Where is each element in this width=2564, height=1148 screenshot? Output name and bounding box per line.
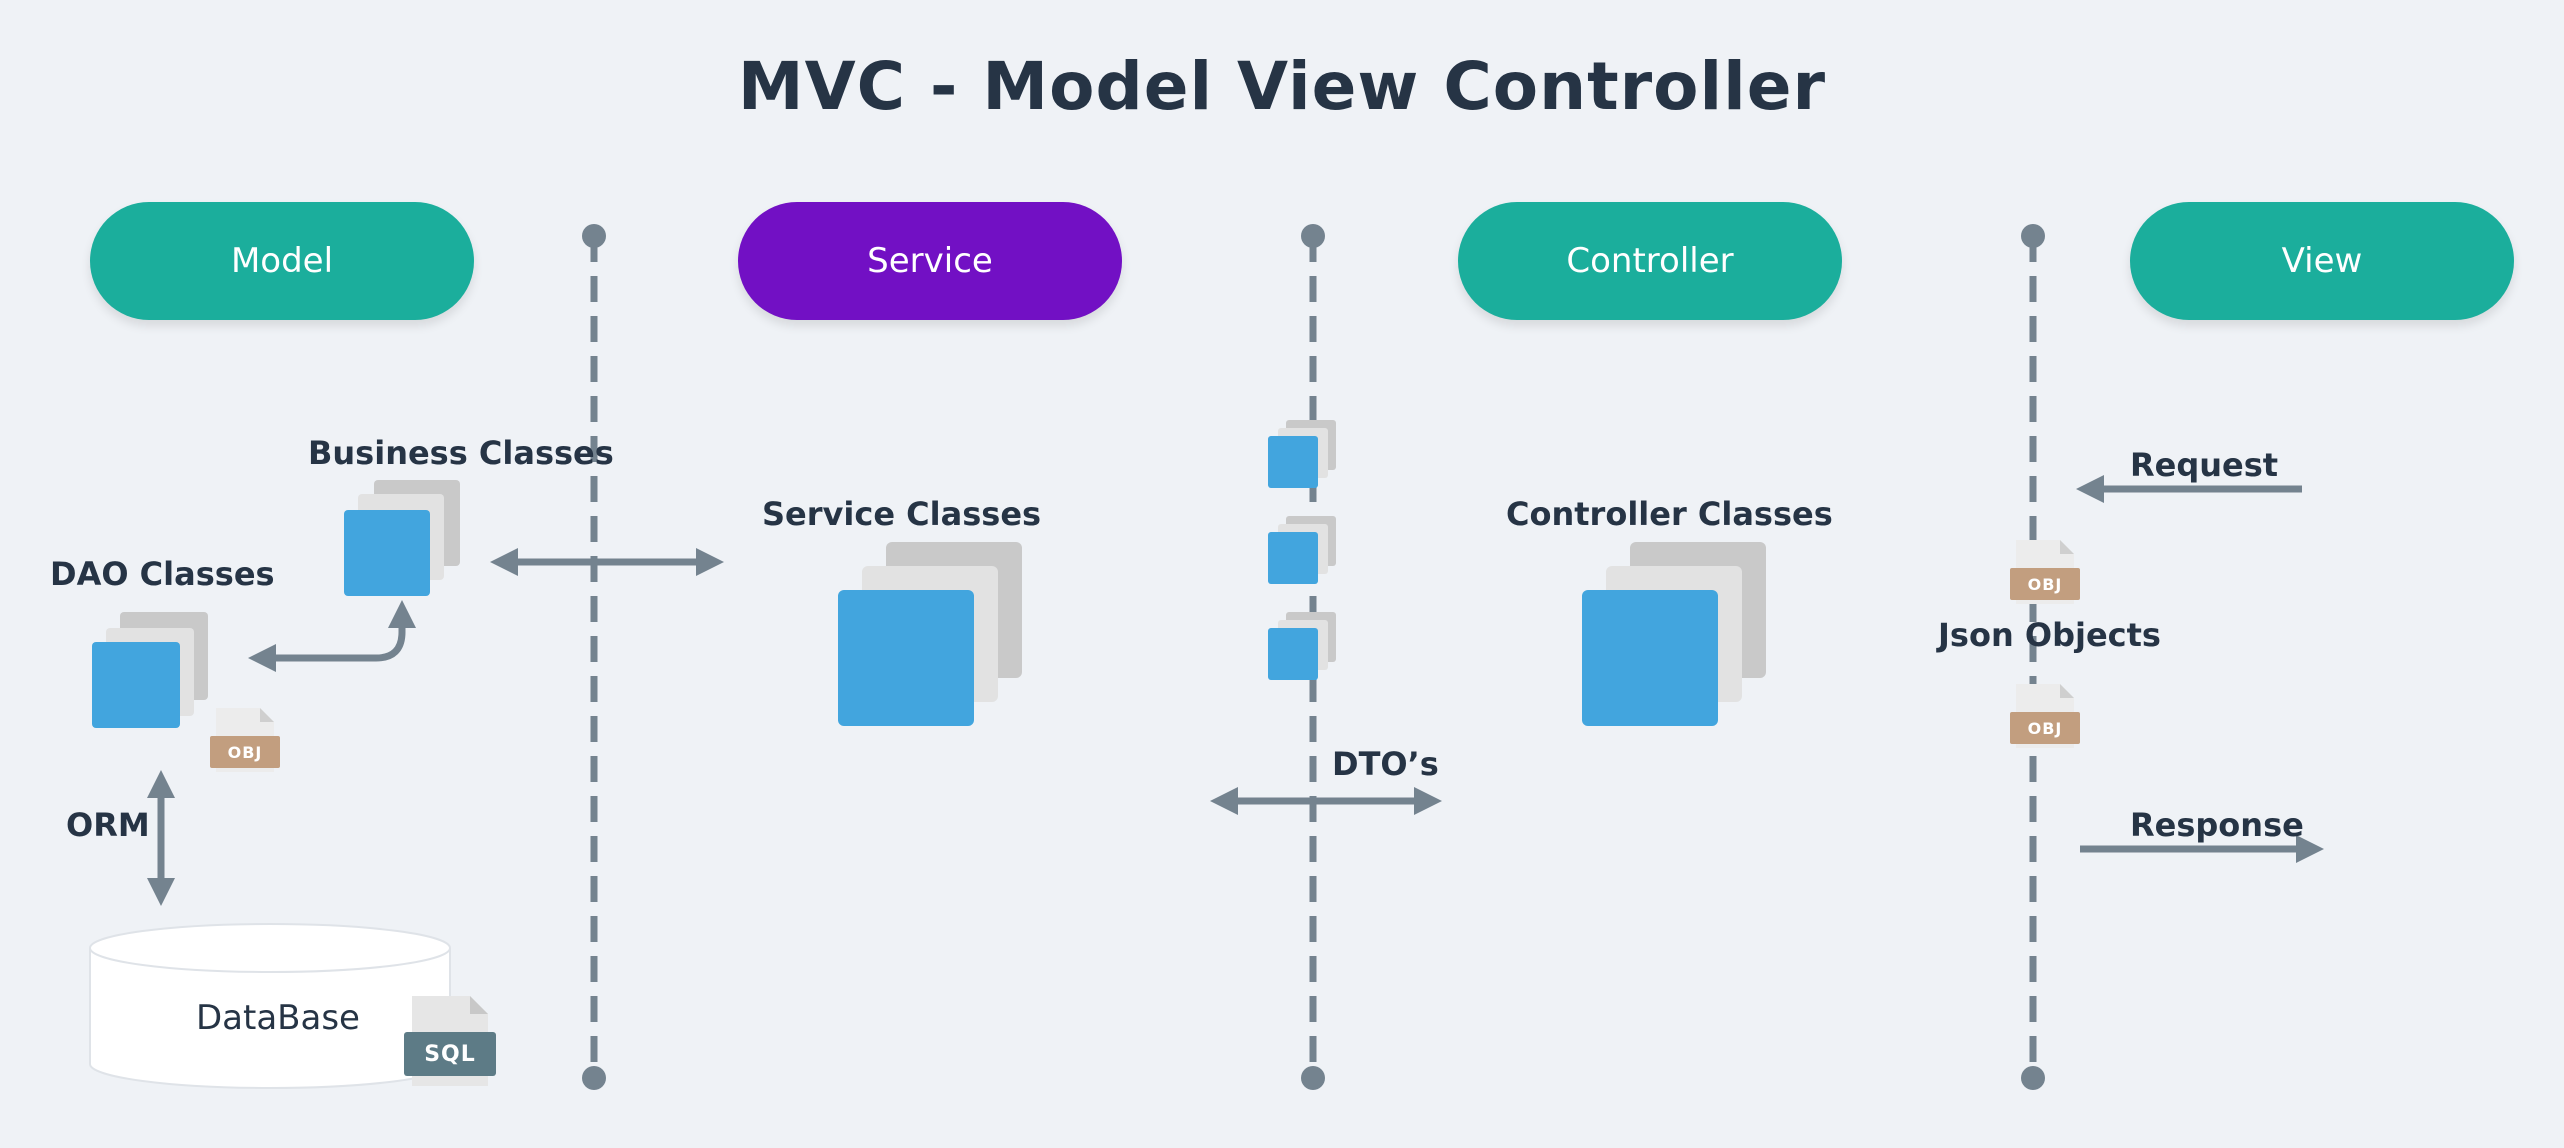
- dao-classes-icon: [92, 612, 208, 728]
- business-classes-label: Business Classes: [308, 434, 614, 472]
- layer-pill-model: Model: [90, 202, 474, 320]
- database-label: DataBase: [196, 998, 360, 1038]
- obj-file-icon: [210, 708, 280, 772]
- dto-icon: [1268, 516, 1336, 584]
- request-label: Request: [2130, 446, 2279, 484]
- obj-badge-label: OBJ: [2027, 719, 2063, 738]
- dao-business-arrow: [248, 600, 416, 672]
- obj-badge-label: OBJ: [227, 743, 263, 762]
- orm-label: ORM: [66, 806, 150, 844]
- dto-icon: [1268, 420, 1336, 488]
- obj-file-icon: [2010, 684, 2080, 748]
- separator-model-service: [582, 224, 606, 1090]
- dto-icon: [1268, 612, 1336, 680]
- controller-classes-label: Controller Classes: [1506, 495, 1833, 533]
- dtos-label: DTO’s: [1332, 745, 1439, 783]
- database-icon: [89, 923, 451, 1089]
- page-title: MVC - Model View Controller: [737, 48, 1827, 125]
- layer-label: Controller: [1566, 241, 1734, 281]
- dao-classes-label: DAO Classes: [50, 555, 275, 593]
- layer-pill-service: Service: [738, 202, 1122, 320]
- service-classes-label: Service Classes: [762, 495, 1042, 533]
- separator-controller-view: [2021, 224, 2045, 1090]
- layer-pill-controller: Controller: [1458, 202, 1842, 320]
- layer-label: Model: [230, 241, 334, 281]
- response-label: Response: [2130, 806, 2304, 844]
- layer-label: View: [2281, 241, 2363, 281]
- json-objects-label: Json Objects: [1938, 616, 2161, 654]
- business-classes-icon: [344, 480, 460, 596]
- service-classes-icon: [838, 542, 1022, 726]
- layer-pill-view: View: [2130, 202, 2514, 320]
- layer-label: Service: [867, 241, 993, 281]
- obj-file-icon: [2010, 540, 2080, 604]
- sql-badge-label: SQL: [424, 1042, 476, 1067]
- obj-badge-label: OBJ: [2027, 575, 2063, 594]
- sql-file-icon: [404, 996, 496, 1086]
- controller-classes-icon: [1582, 542, 1766, 726]
